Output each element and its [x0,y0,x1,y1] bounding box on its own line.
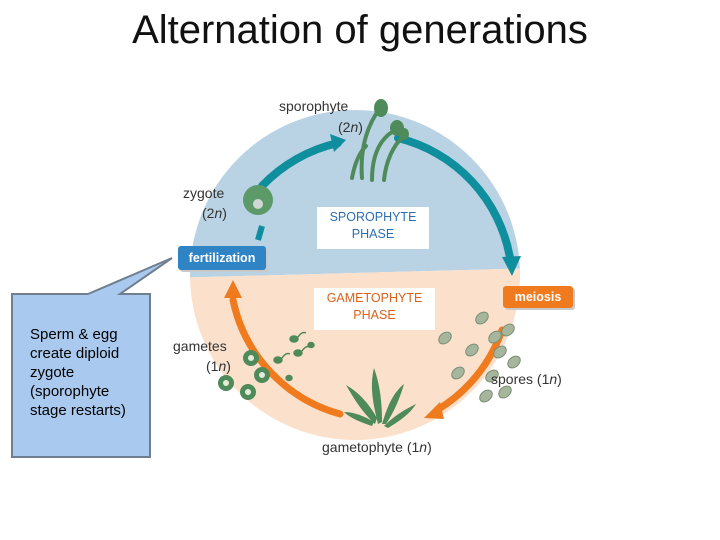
gametophyte-label: gametophyte (1n) [322,439,432,455]
fertilization-tag: fertilization [178,246,266,270]
spores-icon [438,311,521,403]
sporophyte-to-meiosis-arrow [394,134,514,262]
gametophyte-plant-icon [344,368,416,428]
sporophyte-to-meiosis-arrowhead [502,256,521,276]
gametes-to-fertilization-arrowhead [224,280,242,298]
sporophyte-plant-icon [350,112,404,182]
sporophyte-phase-label-line1: SPOROPHYTE [329,210,417,224]
gametophyte-phase-area [190,268,520,440]
meiosis-tag: meiosis [503,286,573,308]
sporophyte-capsules-icon [374,99,409,140]
callout-text: Sperm & egg create diploid zygote (sporo… [30,326,126,419]
gametes-ploidy: (1n) [206,358,231,374]
zygote-name: zygote [183,185,225,201]
zygote-label: zygote [183,183,224,203]
sporophyte-phase-box: SPOROPHYTE PHASE [317,207,429,249]
gametes-name: gametes [173,338,227,354]
callout-bubble [11,257,173,458]
spores-to-gametophyte-arrowhead [424,402,444,419]
zygote-ploidy: (2n) [202,205,227,221]
zygote-to-sporophyte-arrowhead [330,134,346,152]
zygote-nucleus-icon [253,199,263,209]
sporophyte-phase-label-line2: PHASE [351,227,395,241]
egg-gametes-icon [218,350,270,400]
spores-label: spores (1n) [491,371,562,387]
fertilization-to-zygote-arrow [255,225,265,241]
sporophyte-label: sporophyte [279,96,348,116]
sporophyte-name: sporophyte [279,98,349,114]
gametophyte-phase-label-line1: GAMETOPHYTE [326,291,423,305]
gametophyte-phase-box: GAMETOPHYTE PHASE [314,288,435,330]
zygote-to-sporophyte-arrow [258,139,342,190]
slide-title: Alternation of generations [132,8,588,52]
gametophyte-to-gametes-arrow [229,296,344,418]
sperm-gametes-icon [273,331,315,382]
gametophyte-phase-label-line2: PHASE [353,308,396,322]
gametes-label: gametes [173,336,227,356]
sporophyte-ploidy: (2n) [338,119,363,135]
